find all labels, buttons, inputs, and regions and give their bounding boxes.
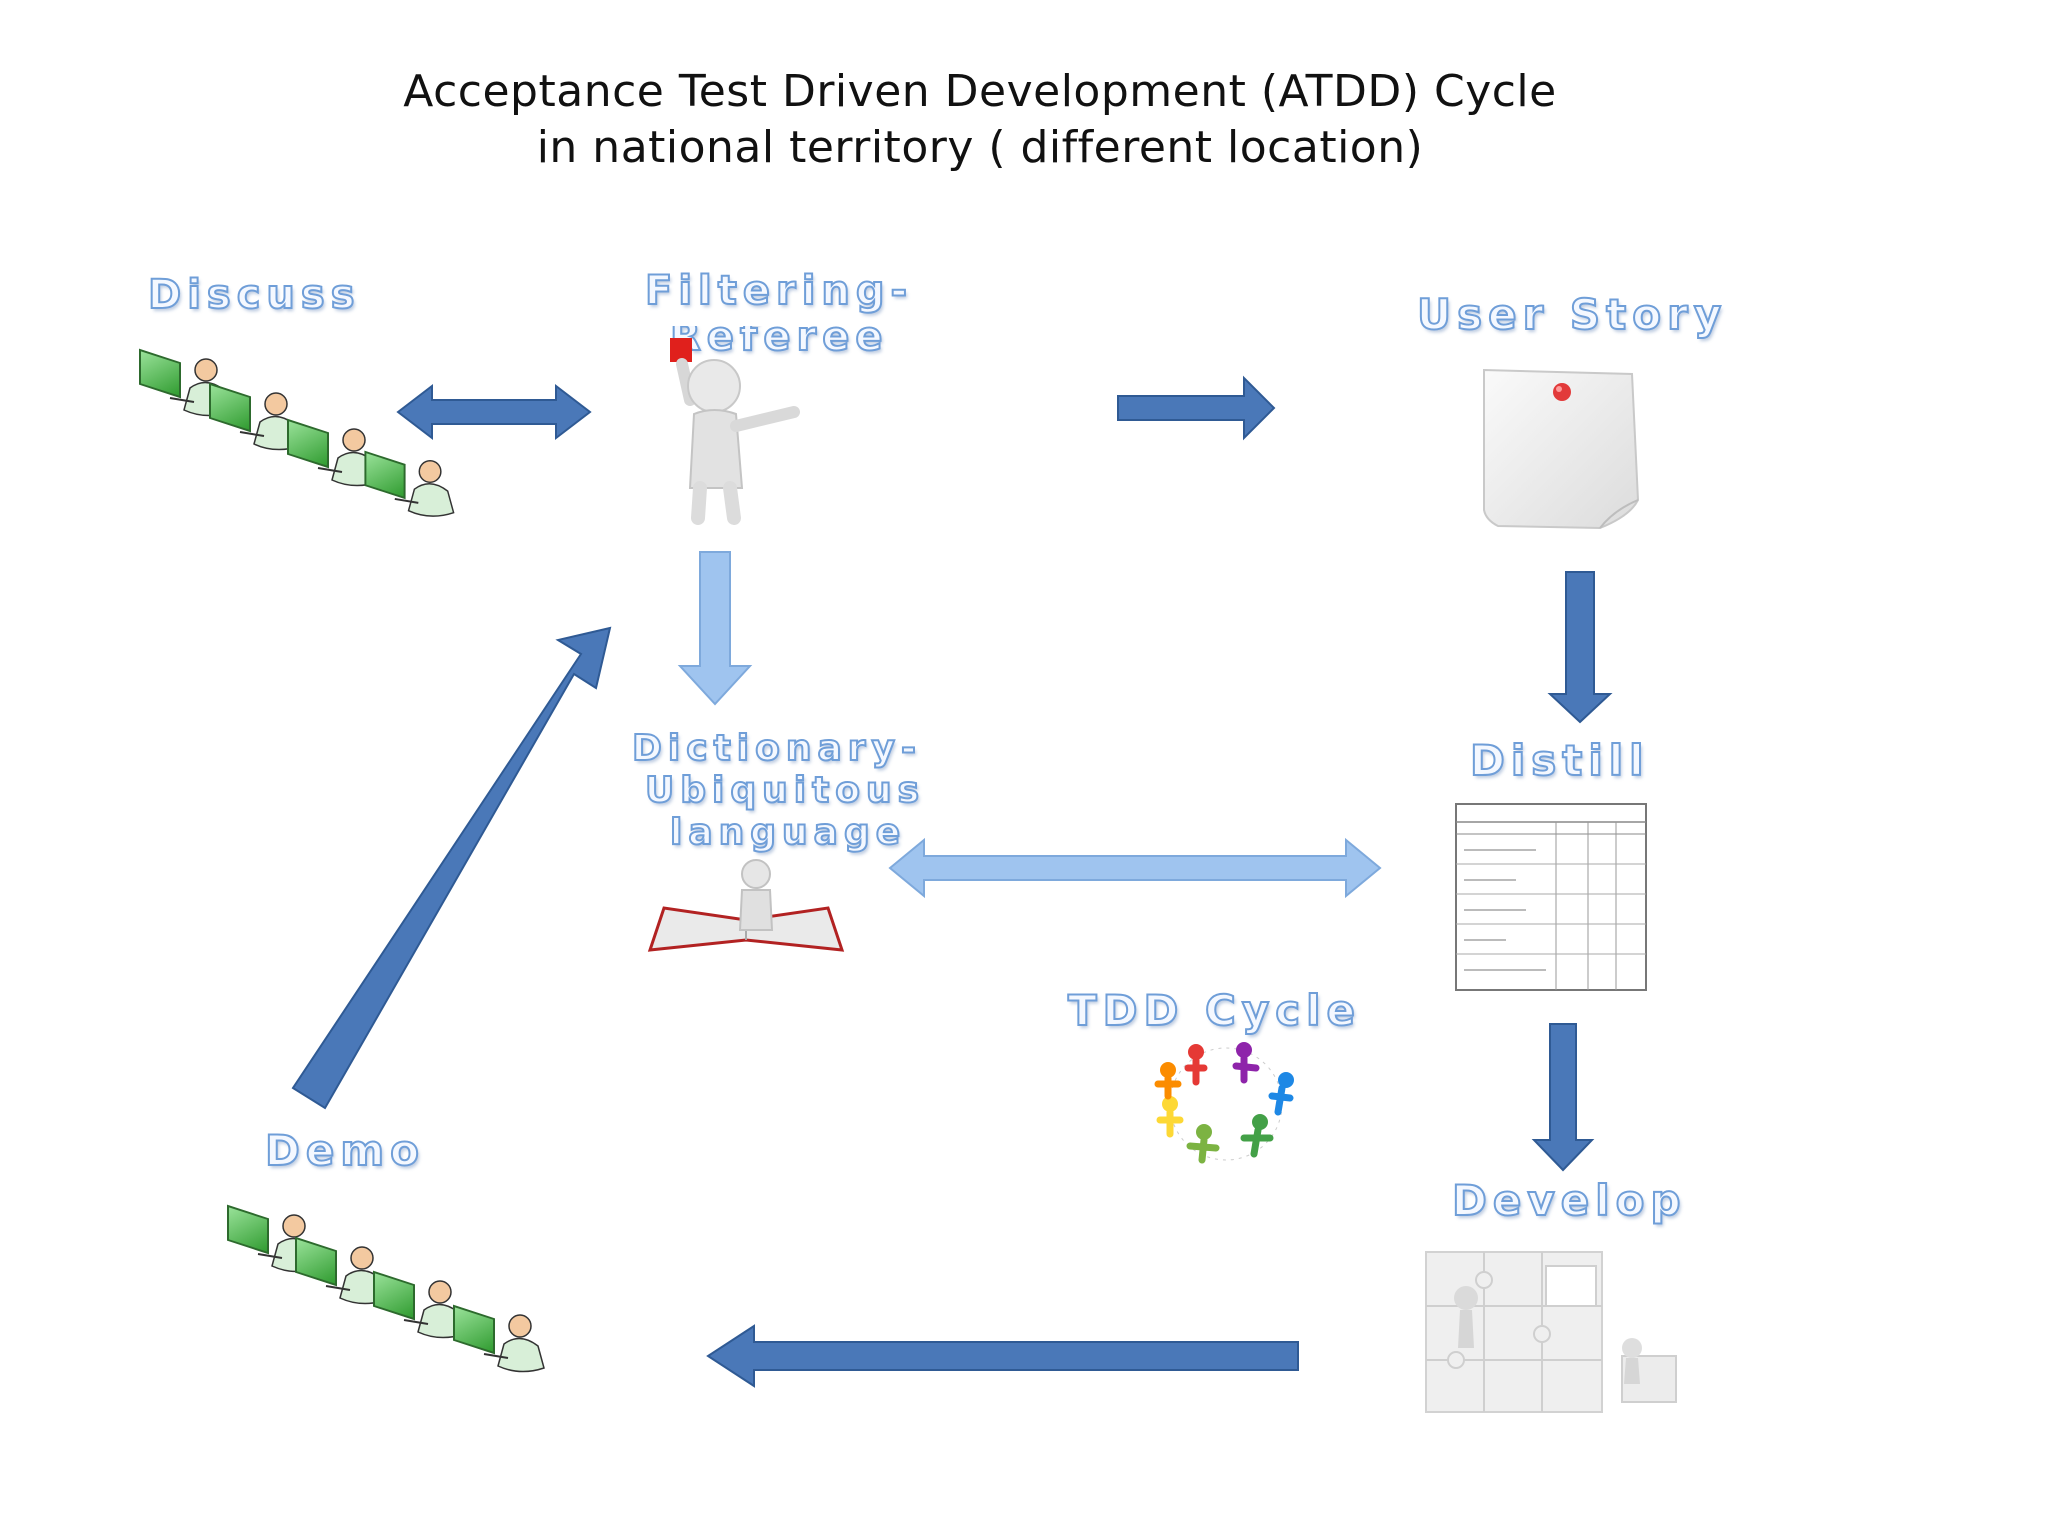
label-dictionary-1: Dictionary-	[631, 727, 922, 770]
title-line-2: in national territory ( different locati…	[536, 122, 1424, 173]
referee-figure-icon	[670, 338, 800, 525]
label-tdd-cycle: TDD Cycle	[1067, 985, 1361, 1036]
arrow-demo-filtering	[291, 626, 612, 1110]
demo-icon	[227, 1205, 545, 1373]
title-line-1: Acceptance Test Driven Development (ATDD…	[403, 66, 1557, 117]
arrow-dictionary-distill	[888, 837, 1382, 899]
label-demo: Demo	[264, 1125, 425, 1176]
arrow-filtering-userstory	[1117, 375, 1276, 441]
diagram-title: Acceptance Test Driven Development (ATDD…	[0, 64, 1960, 176]
arrow-develop-demo	[706, 1324, 1299, 1388]
label-distill: Distill	[1469, 735, 1650, 786]
puzzle-wall-icon	[1425, 1251, 1677, 1413]
arrow-discuss-filtering	[396, 383, 592, 441]
label-dictionary-2: Ubiquitous	[644, 769, 926, 812]
sticky-note-icon	[1483, 368, 1640, 530]
people-circle-icon	[1154, 1042, 1294, 1164]
open-book-icon	[647, 859, 845, 952]
arrow-userstory-distill	[1547, 571, 1613, 724]
arrow-filtering-dictionary	[677, 551, 753, 706]
label-user-story: User Story	[1416, 289, 1728, 340]
label-discuss: Discuss	[147, 271, 361, 319]
arrow-distill-develop	[1531, 1023, 1595, 1172]
label-dictionary-3: language	[669, 811, 907, 854]
label-develop: Develop	[1451, 1175, 1687, 1226]
label-referee: Referee	[670, 314, 889, 360]
label-filtering: Filtering-	[644, 267, 914, 315]
table-document-icon	[1455, 803, 1647, 991]
discuss-icon	[139, 349, 455, 518]
